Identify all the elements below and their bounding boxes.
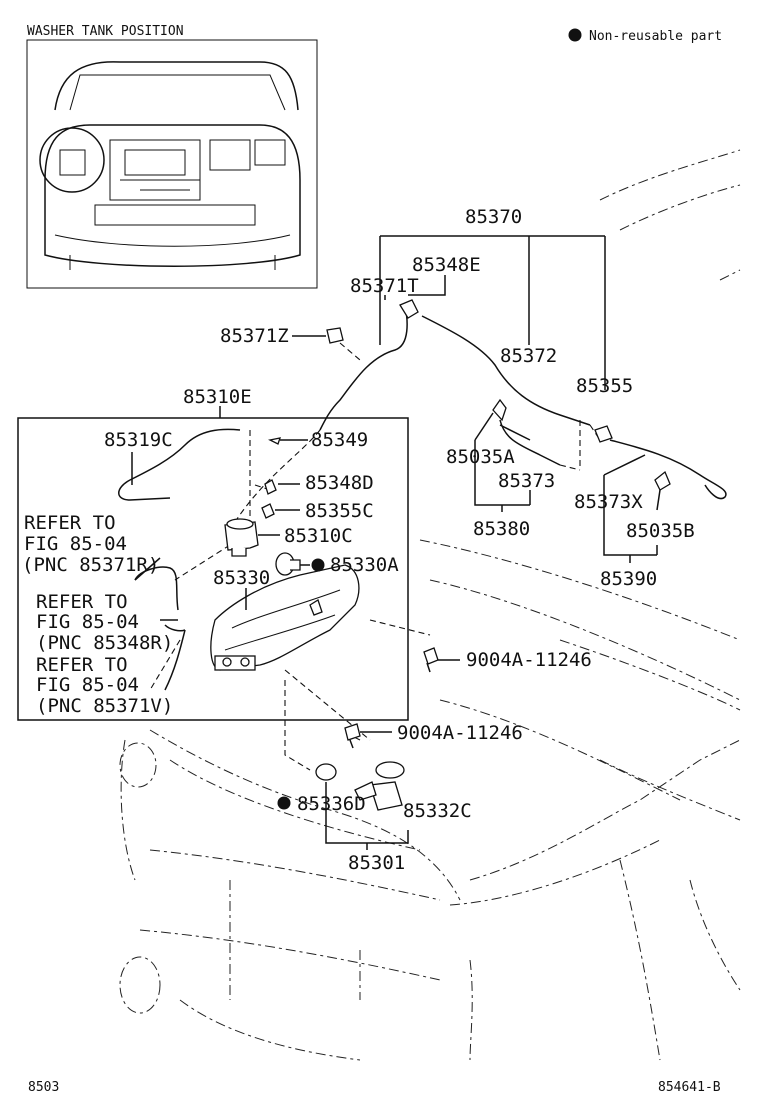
svg-text:REFER TO: REFER TO [36,654,128,676]
callout-85319C: 85319C [104,429,173,451]
non-reusable-marker-85336D [277,796,291,810]
legend-text: Non-reusable part [589,29,722,44]
callout-85355: 85355 [576,375,633,397]
svg-text:REFER TO: REFER TO [36,591,128,613]
callout-85372: 85372 [500,345,557,367]
callout-85348E: 85348E [412,254,481,276]
svg-text:(PNC 85348R): (PNC 85348R) [36,632,173,654]
callout-85390: 85390 [600,568,657,590]
non-reusable-legend-icon [568,28,582,42]
callout-85373X: 85373X [574,491,643,513]
callout-85371T: 85371T [350,275,419,297]
inset-washer-tank-position [26,39,318,289]
callout-85310C: 85310C [284,525,353,547]
callout-85348D: 85348D [305,472,374,494]
refer-note-85371R: REFER TO FIG 85-04 (PNC 85371R) [22,512,159,576]
inset-title: WASHER TANK POSITION [27,24,184,39]
callout-85301: 85301 [348,852,405,874]
svg-text:REFER TO: REFER TO [24,512,116,534]
svg-text:(PNC 85371R): (PNC 85371R) [22,554,159,576]
refer-note-85348R: REFER TO FIG 85-04 (PNC 85348R) [36,591,173,654]
callout-85310E: 85310E [183,386,252,408]
callout-85035B: 85035B [626,520,695,542]
callout-85332C: 85332C [403,800,472,822]
callout-85380: 85380 [473,518,530,540]
washer-assembly-frame [17,417,409,721]
callout-85349: 85349 [311,429,368,451]
callout-85330: 85330 [213,567,270,589]
callout-bolt-9004A-11246-lower: 9004A-11246 [397,722,523,744]
washer-parts [210,299,671,811]
refer-note-85371V: REFER TO FIG 85-04 (PNC 85371V) [36,654,173,717]
callout-85355C: 85355C [305,500,374,522]
callout-85373: 85373 [498,470,555,492]
leader-lines [131,335,661,850]
callout-85035A: 85035A [446,446,515,468]
svg-text:FIG 85-04: FIG 85-04 [24,533,127,555]
callout-bolt-9004A-11246-upper: 9004A-11246 [466,649,592,671]
hose-bracket-85370 [379,235,606,390]
illustration-id: 854641-B [658,1080,721,1095]
vehicle-body-outline [119,149,741,1061]
callout-85371Z: 85371Z [220,325,289,347]
svg-text:FIG 85-04: FIG 85-04 [36,674,139,696]
svg-text:FIG 85-04: FIG 85-04 [36,611,139,633]
svg-text:(PNC 85371V): (PNC 85371V) [36,695,173,717]
callout-85336D: 85336D [297,793,366,815]
callout-85370: 85370 [465,206,522,228]
figure-number: 8503 [28,1080,59,1095]
callout-85330A: 85330A [330,554,399,576]
non-reusable-marker-85330A [311,558,325,572]
